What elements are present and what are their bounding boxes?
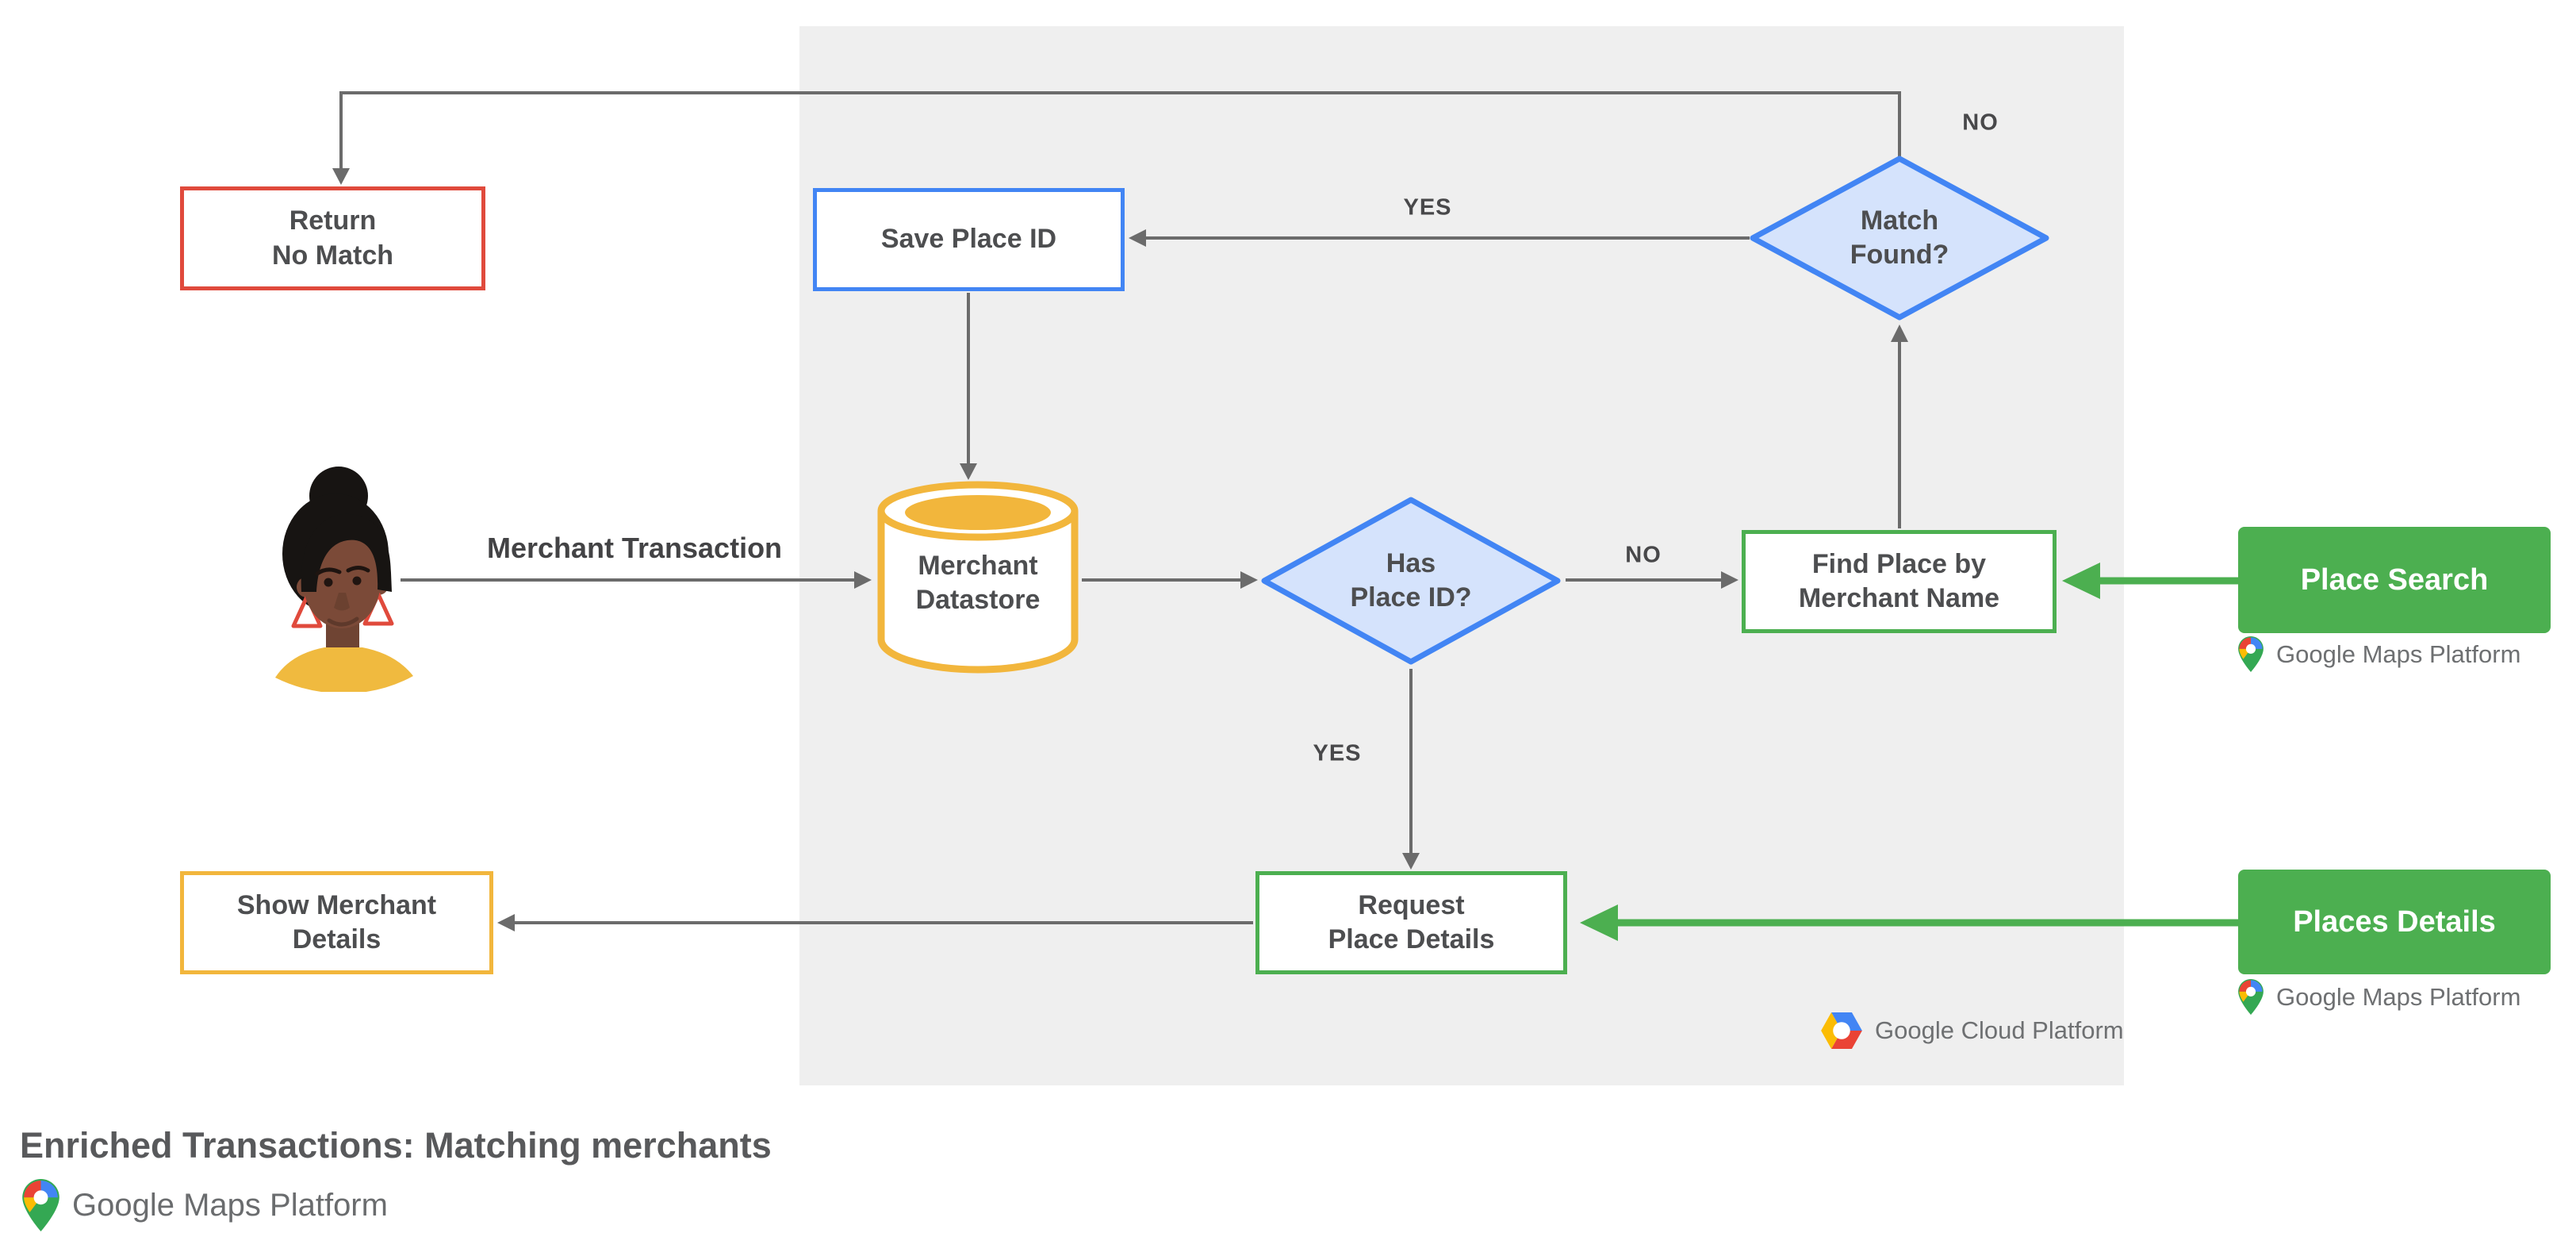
place-search-api-box: Place Search xyxy=(2238,527,2551,633)
match-found-decision: Match Found? xyxy=(1748,155,2051,321)
match-found-no-label: NO xyxy=(1962,109,1999,136)
green-arrowhead-into-request xyxy=(1580,904,1618,941)
gmp-logo-text: Google Maps Platform xyxy=(72,1187,388,1223)
merchant-transaction-label: Merchant Transaction xyxy=(486,532,783,564)
match-found-yes-label: YES xyxy=(1403,194,1452,221)
gmp-logo-footer: Google Maps Platform xyxy=(22,1179,388,1231)
arrowhead-into-return xyxy=(332,168,350,185)
diamond-shape xyxy=(1261,497,1561,665)
request-place-details-node: Request Place Details xyxy=(1255,871,1567,974)
has-place-id-label: Has Place ID? xyxy=(1350,547,1472,613)
gcp-logo: Google Cloud Platform xyxy=(1821,1012,2124,1049)
arrowhead-into-datastore-left xyxy=(854,571,872,589)
has-place-id-decision: Has Place ID? xyxy=(1259,496,1562,666)
gray-edges xyxy=(339,91,1901,924)
arrowhead-into-request xyxy=(1402,853,1420,870)
gray-arrowheads xyxy=(332,168,1908,931)
arrowhead-into-hasplaceid xyxy=(1240,571,1258,589)
find-place-node: Find Place by Merchant Name xyxy=(1742,530,2057,633)
show-merchant-details-node: Show Merchant Details xyxy=(180,871,493,974)
return-no-match-node: Return No Match xyxy=(180,186,485,290)
match-found-label: Match Found? xyxy=(1850,205,1949,270)
google-maps-pin-icon xyxy=(22,1179,59,1231)
arrowhead-into-datastore-top xyxy=(960,463,977,480)
person-icon xyxy=(275,467,413,693)
diagram-title: Enriched Transactions: Matching merchant… xyxy=(20,1125,772,1166)
arrowhead-into-matchfound xyxy=(1891,325,1908,342)
edge-no-loop-to-return xyxy=(339,91,1901,170)
has-place-id-yes-label: YES xyxy=(1313,740,1362,766)
has-place-id-no-label: NO xyxy=(1625,542,1662,568)
merchant-user-avatar xyxy=(272,462,417,696)
arrowhead-into-show xyxy=(497,914,515,931)
diamond-shape xyxy=(1750,156,2049,321)
google-cloud-hexagon-icon xyxy=(1821,1012,1862,1049)
places-details-api-box: Places Details xyxy=(2238,870,2551,974)
merchant-datastore-node: Merchant Datastore xyxy=(876,479,1080,676)
gmp-logo-text: Google Maps Platform xyxy=(2276,982,2521,1011)
green-edges xyxy=(1615,577,2241,927)
arrowhead-into-save xyxy=(1129,229,1146,247)
arrowhead-into-findplace xyxy=(1721,571,1738,589)
green-arrowheads xyxy=(1580,563,2100,941)
gmp-logo-place-search: Google Maps Platform xyxy=(2238,636,2520,672)
gmp-logo-text: Google Maps Platform xyxy=(2276,639,2521,668)
gmp-logo-places-details: Google Maps Platform xyxy=(2238,979,2520,1015)
database-cylinder-icon xyxy=(877,481,1079,674)
gcp-logo-text: Google Cloud Platform xyxy=(1875,1016,2124,1044)
google-maps-pin-icon xyxy=(2238,979,2264,1015)
green-arrowhead-into-findplace xyxy=(2062,563,2100,599)
merchant-datastore-label: Merchant Datastore xyxy=(915,551,1041,616)
save-place-id-node: Save Place ID xyxy=(813,188,1125,291)
google-maps-pin-icon xyxy=(2238,636,2264,672)
